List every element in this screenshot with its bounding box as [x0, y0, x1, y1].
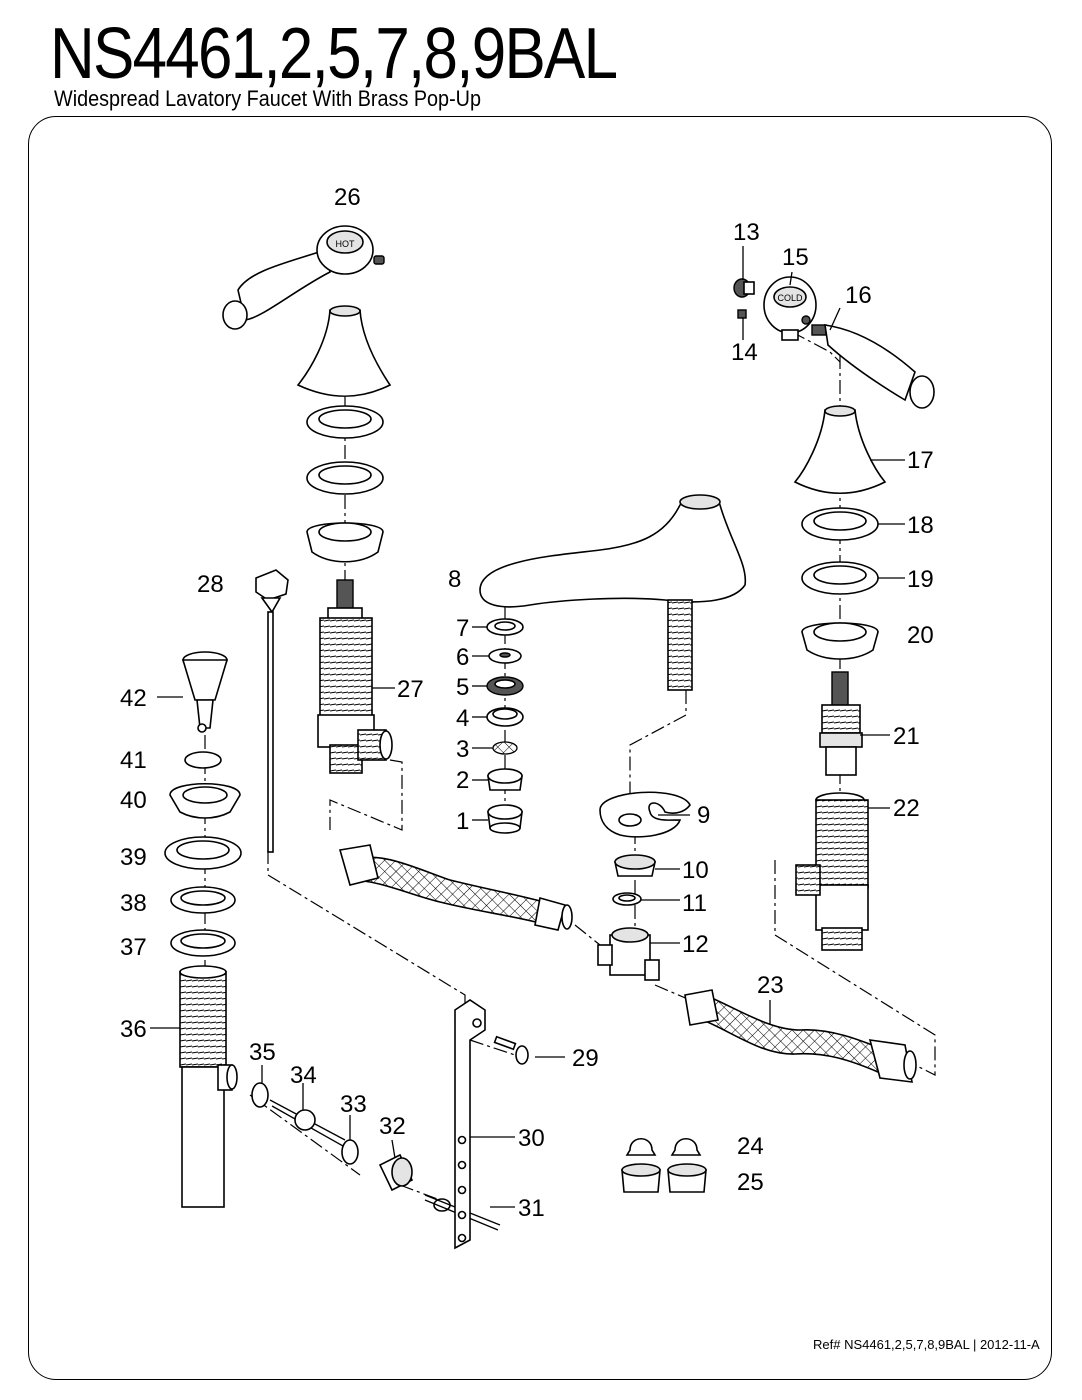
callout-13: 13 [733, 219, 760, 246]
callout-leader-lines [150, 246, 905, 1208]
callout-7: 7 [456, 615, 469, 642]
part-42-popup-stopper [181, 651, 229, 733]
part-10-lock-nut [614, 854, 656, 877]
part-40-flange [169, 782, 241, 819]
callout-42: 42 [120, 685, 147, 712]
callout-6: 6 [456, 644, 469, 671]
part-16-cold-lever-handle [811, 324, 935, 409]
callout-36: 36 [120, 1016, 147, 1043]
callout-38: 38 [120, 890, 147, 917]
part-9-mounting-plate [599, 791, 691, 838]
callout-11: 11 [682, 890, 707, 917]
part-6-washer [488, 648, 522, 664]
callout-16: 16 [845, 282, 872, 309]
callout-27: 27 [397, 676, 424, 703]
callout-28: 28 [197, 571, 224, 598]
part-38-washer [170, 886, 236, 914]
callout-40: 40 [120, 787, 147, 814]
callout-24: 24 [737, 1133, 764, 1160]
callout-14: 14 [731, 339, 758, 366]
part-2-aerator-insert [487, 768, 523, 791]
callout-12: 12 [682, 931, 709, 958]
callout-31: 31 [518, 1195, 545, 1222]
part-4-aerator-ring [486, 707, 524, 727]
part-7-washer [486, 618, 524, 636]
callout-32: 32 [379, 1113, 406, 1140]
part-36-drain-body [179, 965, 238, 1208]
callout-23: 23 [757, 972, 784, 999]
part-39-gasket [164, 836, 242, 870]
callout-4: 4 [456, 705, 469, 732]
part-35-washer [251, 1082, 269, 1108]
callout-8: 8 [448, 566, 461, 593]
part-13-index-button [733, 278, 755, 298]
callout-1: 1 [456, 808, 469, 835]
callout-21: 21 [893, 723, 920, 750]
callout-18: 18 [907, 512, 934, 539]
callout-2: 2 [456, 767, 469, 794]
part-1-aerator-housing [487, 804, 523, 834]
callout-39: 39 [120, 844, 147, 871]
part-20-flange [801, 622, 879, 660]
callout-22: 22 [893, 795, 920, 822]
callout-34: 34 [290, 1062, 317, 1089]
part-19-ring [801, 561, 879, 595]
part-26-hot-lever-handle: HOT [222, 225, 385, 330]
part-41-oring [184, 751, 222, 769]
part-37-washer [170, 929, 236, 957]
part-8-spout [479, 494, 747, 691]
part-3-mesh-screen [492, 741, 518, 755]
part-15-cold-handle-hub: COLD [763, 276, 817, 341]
part-23-cold-supply-hose [684, 989, 917, 1083]
hot-side-escutcheon-stack [296, 305, 392, 563]
callout-35: 35 [249, 1039, 276, 1066]
part-11-washer [612, 892, 642, 906]
part-28-lift-rod [255, 569, 289, 853]
callout-29: 29 [572, 1045, 599, 1072]
callout-41: 41 [120, 747, 147, 774]
part-27-hot-valve-body [317, 579, 393, 774]
callout-26: 26 [334, 184, 361, 211]
part-22-cold-valve-body [795, 792, 869, 951]
hot-indicator-label: HOT [336, 239, 356, 249]
part-34-pivot-rod [269, 1099, 346, 1147]
part-24-caps [625, 1137, 702, 1156]
callout-15: 15 [782, 244, 809, 271]
part-21-cartridge [819, 671, 863, 776]
part-23-hot-supply-hose [338, 844, 573, 931]
callout-5: 5 [456, 674, 469, 701]
part-14-set-screw [737, 309, 747, 319]
part-18-ring [801, 507, 879, 541]
callout-33: 33 [340, 1091, 367, 1118]
callout-19: 19 [907, 566, 934, 593]
part-30-extension-strap [454, 999, 486, 1250]
part-31-spring-clip [424, 1194, 501, 1231]
part-17-cold-escutcheon [793, 405, 887, 495]
part-5-aerator-screen [486, 676, 524, 696]
callout-10: 10 [682, 857, 709, 884]
callout-20: 20 [907, 622, 934, 649]
part-33-washer [341, 1139, 359, 1165]
callout-9: 9 [697, 802, 710, 829]
reference-footer: Ref# NS4461,2,5,7,8,9BAL | 2012-11-A [813, 1337, 1040, 1352]
callout-numbers: 26 13 15 16 14 17 18 19 20 21 22 23 24 2… [120, 184, 934, 1222]
callout-25: 25 [737, 1169, 764, 1196]
product-description: Widespread Lavatory Faucet With Brass Po… [54, 86, 481, 111]
callout-37: 37 [120, 934, 147, 961]
callout-17: 17 [907, 447, 934, 474]
callout-30: 30 [518, 1125, 545, 1152]
part-32-pivot-nut [378, 1153, 414, 1192]
model-title: NS4461,2,5,7,8,9BAL [50, 14, 618, 94]
part-29-strap-screw [493, 1035, 529, 1065]
part-12-tee-connector [597, 927, 660, 981]
diagram-frame [28, 116, 1052, 1380]
part-25-coupling-nuts [621, 1163, 707, 1193]
callout-3: 3 [456, 736, 469, 763]
cold-indicator-label: COLD [777, 293, 803, 303]
